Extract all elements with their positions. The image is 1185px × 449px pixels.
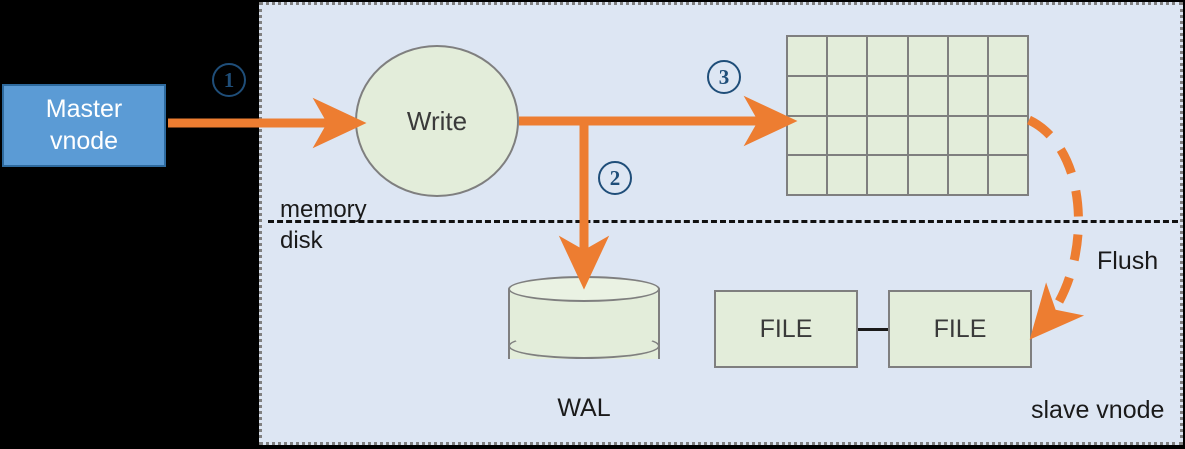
memtable-cell — [988, 37, 1027, 75]
wal-label: WAL — [557, 394, 611, 422]
disk-label: disk — [280, 227, 323, 254]
file-connector-line — [858, 328, 888, 331]
write-node[interactable]: Write — [355, 45, 519, 197]
file-box-b-label: FILE — [933, 314, 987, 343]
file-box-a-label: FILE — [759, 314, 813, 343]
master-vnode-label-line1: Master — [45, 95, 123, 124]
memtable-cell — [868, 116, 907, 155]
memtable-cell — [908, 76, 947, 115]
memtable-cell — [868, 37, 907, 75]
master-vnode-box[interactable]: Master vnode — [2, 84, 166, 167]
memtable-cell — [988, 116, 1027, 155]
wal-cylinder[interactable] — [508, 276, 660, 372]
memtable-cell — [788, 116, 827, 155]
write-node-label: Write — [406, 105, 468, 136]
step-badge-3: 3 — [707, 60, 741, 94]
memtable-cell — [788, 37, 827, 75]
wal-cylinder-bottom — [508, 333, 660, 359]
step-badge-1: 1 — [212, 63, 246, 97]
memtable-cell — [948, 156, 987, 194]
step-badge-3-label: 3 — [718, 64, 730, 89]
memtable-cell — [868, 76, 907, 115]
memtable-grid[interactable] — [786, 35, 1029, 196]
memtable-cell — [948, 116, 987, 155]
memtable-cell — [908, 116, 947, 155]
memtable-cell — [828, 76, 867, 115]
file-box-a[interactable]: FILE — [714, 290, 858, 368]
step-badge-2: 2 — [598, 161, 632, 195]
master-vnode-label-line2: vnode — [49, 126, 119, 155]
file-box-b[interactable]: FILE — [888, 290, 1032, 368]
wal-cylinder-top — [508, 276, 660, 302]
memtable-cell — [988, 156, 1027, 194]
memtable-cell — [988, 76, 1027, 115]
memory-label: memory — [280, 196, 367, 223]
step-badge-2-label: 2 — [609, 165, 621, 190]
memtable-cell — [828, 37, 867, 75]
memtable-cell — [788, 156, 827, 194]
memtable-cell — [828, 116, 867, 155]
step-badge-1-label: 1 — [223, 67, 235, 92]
slave-vnode-label: slave vnode — [1031, 396, 1165, 424]
memtable-cell — [788, 76, 827, 115]
memtable-cell — [908, 156, 947, 194]
memtable-cell — [908, 37, 947, 75]
memtable-cell — [868, 156, 907, 194]
memtable-cell — [948, 37, 987, 75]
memtable-cell — [828, 156, 867, 194]
memory-disk-divider — [268, 220, 1178, 223]
flush-label: Flush — [1097, 247, 1159, 275]
memtable-cell — [948, 76, 987, 115]
